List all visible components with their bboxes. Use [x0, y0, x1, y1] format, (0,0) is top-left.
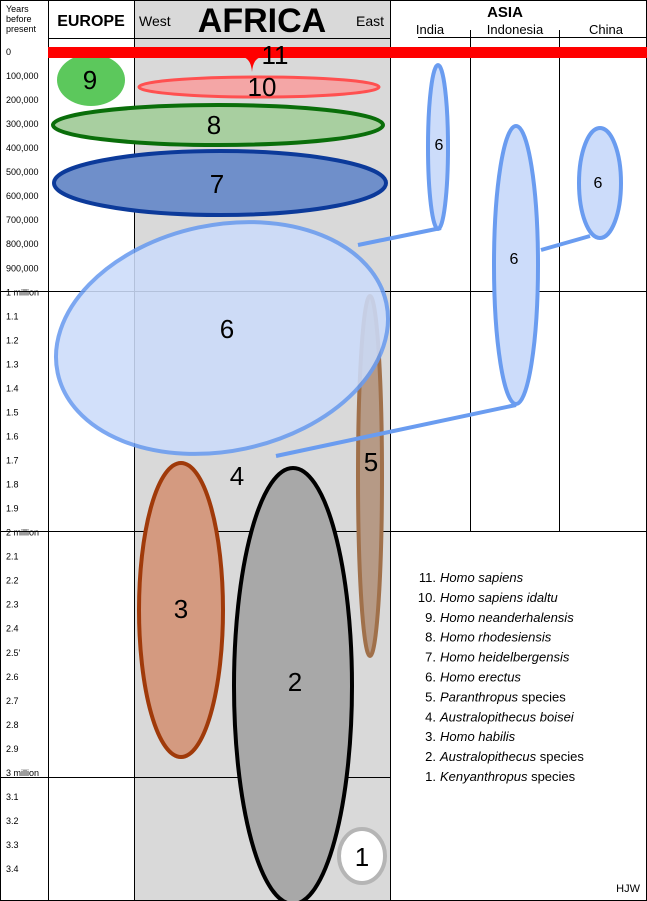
homo-erectus-africa-ellipse	[54, 220, 390, 456]
axis-tick-label: 1.8	[6, 480, 19, 490]
indonesia-header: Indonesia	[487, 22, 544, 37]
legend-number: 4.	[425, 709, 436, 724]
axis-tick-label: 1.5	[6, 407, 19, 417]
species-label-5: 5	[364, 447, 378, 477]
africa-east-label: East	[356, 13, 384, 29]
axis-tick-label: 3.1	[6, 792, 19, 802]
species-label-6-indonesia: 6	[510, 251, 519, 268]
axis-tick-labels: 0 100,000 200,000 300,000 400,000 500,000 600,…	[6, 47, 39, 874]
axis-tick-label: 700,000	[6, 215, 39, 225]
axis-tick-label: 1.7	[6, 456, 19, 466]
species-label-1: 1	[355, 842, 369, 872]
axis-tick-label: 2.7	[6, 696, 19, 706]
homo-erectus-indonesia-ellipse	[492, 124, 540, 406]
axis-header-line-2: before	[6, 14, 32, 24]
homo-habilis-ellipse	[137, 461, 225, 759]
legend-number: 7.	[425, 650, 436, 665]
species-label-3: 3	[174, 594, 188, 624]
homo-heidelbergensis-ellipse	[52, 149, 388, 217]
species-label-6-china: 6	[594, 175, 603, 192]
legend-number: 1.	[425, 769, 436, 784]
axis-tick-label: 1.3	[6, 359, 19, 369]
axis-tick-label: 0	[6, 47, 11, 57]
species-label-4: 4	[230, 461, 244, 491]
species-label-2: 2	[288, 667, 302, 697]
axis-tick-label: 300,000	[6, 119, 39, 129]
homo-neanderthalensis-ellipse	[57, 54, 125, 106]
axis-tick-label: 3.4	[6, 864, 19, 874]
legend-species-name: Homo heidelbergensis	[440, 650, 570, 665]
species-label-10: 10	[248, 72, 277, 102]
africa-header: AFRICA	[198, 2, 326, 40]
china-header: China	[589, 22, 624, 37]
axis-tick-label: 2.6	[6, 672, 19, 682]
axis-tick-label: 900,000	[6, 263, 39, 273]
axis-tick-label: 600,000	[6, 191, 39, 201]
india-header: India	[416, 22, 445, 37]
axis-tick-label: 800,000	[6, 239, 39, 249]
legend-number: 3.	[425, 729, 436, 744]
axis-tick-label: 2.4	[6, 624, 19, 634]
axis-tick-label: 2.5'	[6, 648, 21, 658]
axis-tick-label: 2 million	[6, 528, 39, 538]
legend-number: 11.	[419, 570, 436, 585]
europe-header: EUROPE	[57, 13, 125, 30]
legend-number: 8.	[425, 630, 436, 645]
axis-tick-label: 100,000	[6, 71, 39, 81]
legend-number: 5.	[425, 689, 436, 704]
axis-tick-label: 1 million	[6, 287, 39, 297]
axis-tick-label: 2.8	[6, 720, 19, 730]
axis-tick-label: 3 million	[6, 768, 39, 778]
axis-tick-label: 3.2	[6, 816, 19, 826]
legend-number: 2.	[425, 749, 436, 764]
homo-erectus-group	[54, 63, 623, 458]
legend-number: 9.	[425, 610, 436, 625]
australopithecus-ellipse	[232, 466, 354, 901]
homo-erectus-china-ellipse	[577, 126, 623, 240]
author-credit: HJW	[616, 883, 640, 895]
species-label-6-africa: 6	[220, 314, 234, 344]
axis-tick-label: 2.9	[6, 744, 19, 754]
axis-tick-label: 1.4	[6, 383, 19, 393]
species-label-9: 9	[83, 65, 97, 95]
axis-tick-label: 1.1	[6, 311, 19, 321]
homo-rhodesiensis-ellipse	[51, 103, 385, 147]
legend-species-name: Homo rhodesiensis	[440, 630, 552, 645]
legend-species-name: Homo erectus	[440, 670, 521, 685]
species-label-8: 8	[207, 110, 221, 140]
species-label-11: 11	[262, 40, 289, 70]
asia-header: ASIA	[487, 4, 523, 21]
homo-sapiens-bar	[48, 47, 647, 72]
axis-tick-label: 500,000	[6, 167, 39, 177]
legend-species-name: Paranthropus species	[440, 689, 566, 704]
legend-species-name: Australopithecus boisei	[439, 709, 575, 724]
legend-species-name: Australopithecus species	[439, 749, 584, 764]
legend-species-name: Kenyanthropus species	[440, 769, 576, 784]
axis-tick-label: 2.2	[6, 576, 19, 586]
axis-tick-label: 400,000	[6, 143, 39, 153]
axis-tick-label: 2.3	[6, 600, 19, 610]
axis-header-line-1: Years	[6, 4, 29, 14]
axis-tick-label: 200,000	[6, 95, 39, 105]
legend-species-name: Homo sapiens idaltu	[440, 590, 558, 605]
legend-species-name: Homo neanderhalensis	[440, 610, 574, 625]
species-legend: 11. Homo sapiens 10. Homo sapiens idaltu 9. H…	[418, 570, 584, 784]
kenyanthropus-ellipse	[337, 827, 387, 885]
axis-tick-label: 1.6	[6, 431, 19, 441]
axis-header-line-3: present	[6, 24, 37, 34]
axis-tick-label: 1.9	[6, 504, 19, 514]
species-label-7: 7	[210, 169, 224, 199]
africa-west-label: West	[139, 13, 171, 29]
homo-sapiens-idaltu-ellipse	[137, 75, 381, 99]
legend-number: 10.	[418, 590, 436, 605]
species-label-6-india: 6	[435, 137, 444, 154]
axis-tick-label: 1.2	[6, 335, 19, 345]
axis-tick-label: 3.3	[6, 840, 19, 850]
legend-number: 6.	[425, 670, 436, 685]
legend-species-name: Homo sapiens	[440, 570, 524, 585]
axis-tick-label: 2.1	[6, 552, 19, 562]
legend-species-name: Homo habilis	[440, 729, 516, 744]
